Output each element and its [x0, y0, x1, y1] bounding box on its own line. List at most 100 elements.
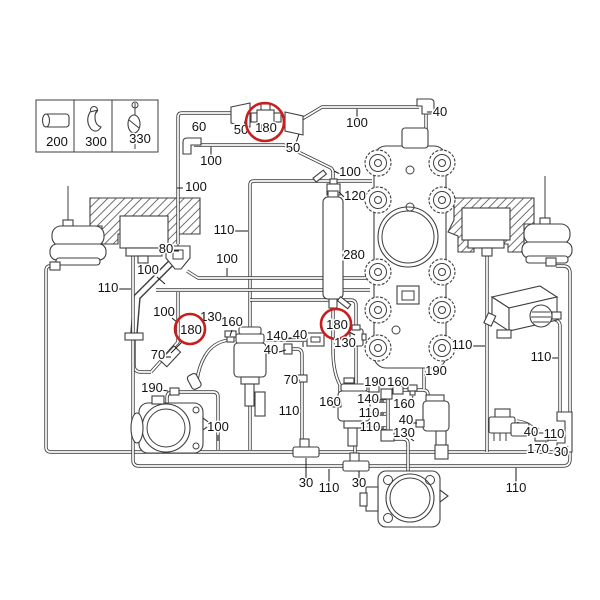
part-label-100: 100 — [339, 164, 361, 179]
right-valve-cluster — [380, 384, 450, 460]
leader-line — [296, 379, 301, 382]
leader-line — [410, 438, 415, 442]
part-label-60: 60 — [192, 119, 206, 134]
part-label-50: 50 — [286, 140, 300, 155]
part-label-40: 40 — [293, 327, 307, 342]
part-label-120: 120 — [344, 188, 366, 203]
components: 200 300 330 — [35, 98, 573, 528]
part-label-160: 160 — [221, 314, 243, 329]
part-label-70: 70 — [151, 347, 165, 362]
sleeve-190-center — [368, 383, 380, 393]
part-label-110: 110 — [319, 480, 340, 495]
part-label-110: 110 — [452, 337, 473, 352]
left-mount — [119, 215, 169, 264]
part-label-110: 110 — [98, 280, 119, 295]
part-label-180: 180 — [255, 120, 277, 135]
clamp-160-left — [224, 330, 237, 343]
part-label-40: 40 — [524, 424, 538, 439]
part-label-100: 100 — [185, 179, 207, 194]
part-label-280: 280 — [343, 247, 365, 262]
part-label-110: 110 — [544, 426, 565, 441]
flanged-pipe-70 — [124, 332, 144, 341]
manifold-ports — [364, 149, 456, 362]
part-label-160: 160 — [319, 394, 341, 409]
leader-line — [333, 170, 341, 175]
part-label-130: 130 — [393, 425, 415, 440]
legend-item-300: 300 — [85, 134, 107, 149]
legend-item-200: 200 — [46, 134, 68, 149]
part-label-110: 110 — [214, 222, 235, 237]
elbow-cap-40 — [283, 343, 293, 355]
elbow-fitting-140 — [306, 332, 325, 347]
elbow-fitting-60 — [182, 137, 202, 155]
leader-line — [564, 445, 569, 452]
t-connector-30-left — [292, 438, 320, 458]
part-label-190: 190 — [425, 363, 447, 378]
hose-sleeve-170 — [534, 432, 549, 442]
leader-line — [229, 329, 233, 337]
part-label-100: 100 — [153, 304, 175, 319]
leader-line — [338, 191, 345, 198]
changeover-valve-left — [233, 326, 267, 417]
vacuum-reservoir-280 — [312, 169, 352, 310]
part-label-190: 190 — [364, 374, 386, 389]
highlight-circle-180 — [173, 312, 207, 346]
part-label-110: 110 — [506, 480, 527, 495]
leader-line — [534, 427, 540, 433]
leader-line — [160, 389, 169, 392]
clip-icon — [87, 106, 102, 132]
highlight-circle-180 — [244, 101, 286, 143]
leader-line — [409, 395, 414, 405]
part-label-100: 100 — [216, 251, 238, 266]
part-label-80: 80 — [159, 241, 173, 256]
hose-end-sleeve-130 — [186, 372, 202, 390]
part-label-40: 40 — [264, 342, 278, 357]
part-label-40: 40 — [399, 412, 413, 427]
part-label-30: 30 — [352, 475, 366, 490]
leader-line — [337, 402, 343, 405]
throttle-opening — [377, 206, 439, 268]
elbow-fitting-40-top — [416, 98, 435, 115]
part-label-110: 110 — [359, 405, 380, 420]
legend-box: 200 300 330 — [35, 99, 159, 153]
part-label-110: 110 — [360, 419, 381, 434]
part-label-170: 170 — [527, 441, 549, 456]
hose-sleeve-icon — [41, 113, 70, 128]
part-label-140: 140 — [266, 328, 288, 343]
part-label-50: 50 — [234, 122, 248, 137]
hose-clamp-70-center — [296, 374, 308, 383]
throttle-body — [359, 470, 449, 528]
angled-sleeve-180-left — [159, 345, 182, 368]
leader-line — [170, 341, 183, 354]
part-label-160: 160 — [387, 374, 409, 389]
part-label-100: 100 — [137, 262, 159, 277]
part-label-180: 180 — [180, 322, 202, 337]
part-label-110: 110 — [279, 403, 300, 418]
changeover-valve-center — [332, 377, 371, 447]
part-label-40: 40 — [433, 104, 447, 119]
part-label-100: 100 — [346, 115, 368, 130]
y-branch-connector-80 — [165, 245, 191, 270]
vacuum-reservoir-box-right — [483, 285, 562, 339]
leader-line — [156, 276, 166, 285]
part-label-70: 70 — [284, 372, 298, 387]
leader-line — [278, 349, 287, 353]
highlight-circle-180 — [319, 307, 353, 341]
part-label-190: 190 — [141, 380, 163, 395]
t-connector-30-right — [342, 452, 370, 472]
leader-line — [557, 428, 562, 434]
part-label-100: 100 — [207, 419, 229, 434]
part-label-110: 110 — [531, 349, 552, 364]
legend-item-330: 330 — [129, 131, 151, 146]
right-vacuum-actuator — [521, 176, 573, 267]
hose-connector-50-right — [284, 111, 304, 136]
right-bracket-fitting-30 — [556, 411, 573, 453]
intake-manifold — [364, 127, 456, 369]
part-label-30: 30 — [554, 444, 568, 459]
leader-line — [542, 441, 547, 449]
elbow-sleeve-190-left — [169, 387, 180, 396]
vacuum-hoses — [44, 105, 572, 471]
part-label-130: 130 — [334, 335, 356, 350]
part-label-160: 160 — [393, 396, 415, 411]
